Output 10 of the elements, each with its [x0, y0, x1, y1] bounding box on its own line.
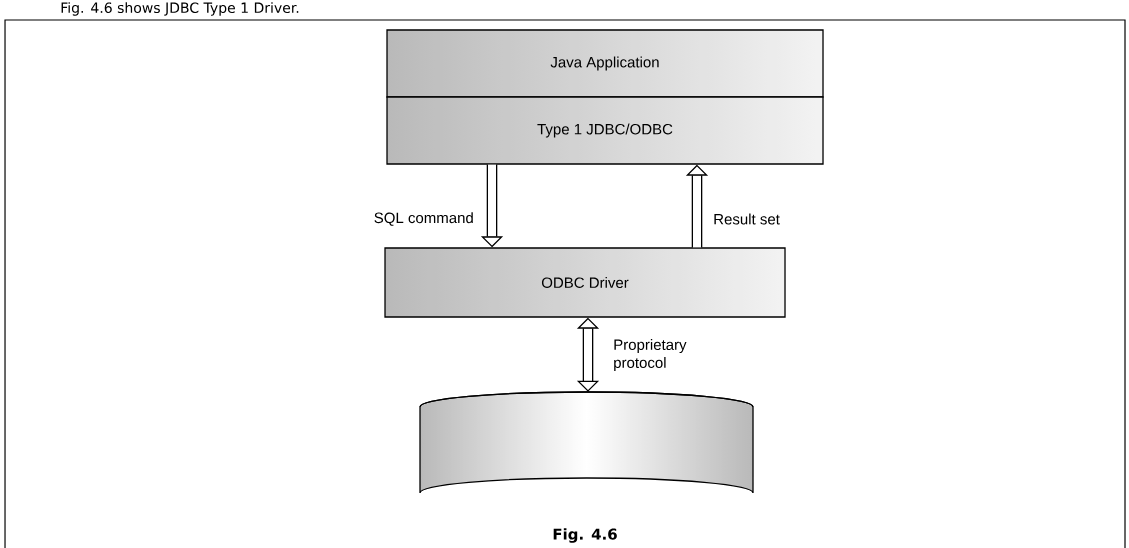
database-cylinder [419, 391, 754, 494]
figure-caption: Fig. 4.6 [553, 528, 617, 543]
edge-label: Proprietary protocol [614, 339, 687, 371]
intro-sentence: Fig. 4.6 shows JDBC Type 1 Driver. [61, 2, 299, 16]
layer-box: Type 1 JDBC/ODBC [386, 96, 824, 165]
block-arrow [576, 317, 600, 392]
layer-box: ODBC Driver [384, 247, 786, 318]
edge-label: Result set [714, 213, 780, 225]
layer-box: Java Application [386, 29, 824, 98]
edge-label: SQL command [374, 212, 473, 226]
